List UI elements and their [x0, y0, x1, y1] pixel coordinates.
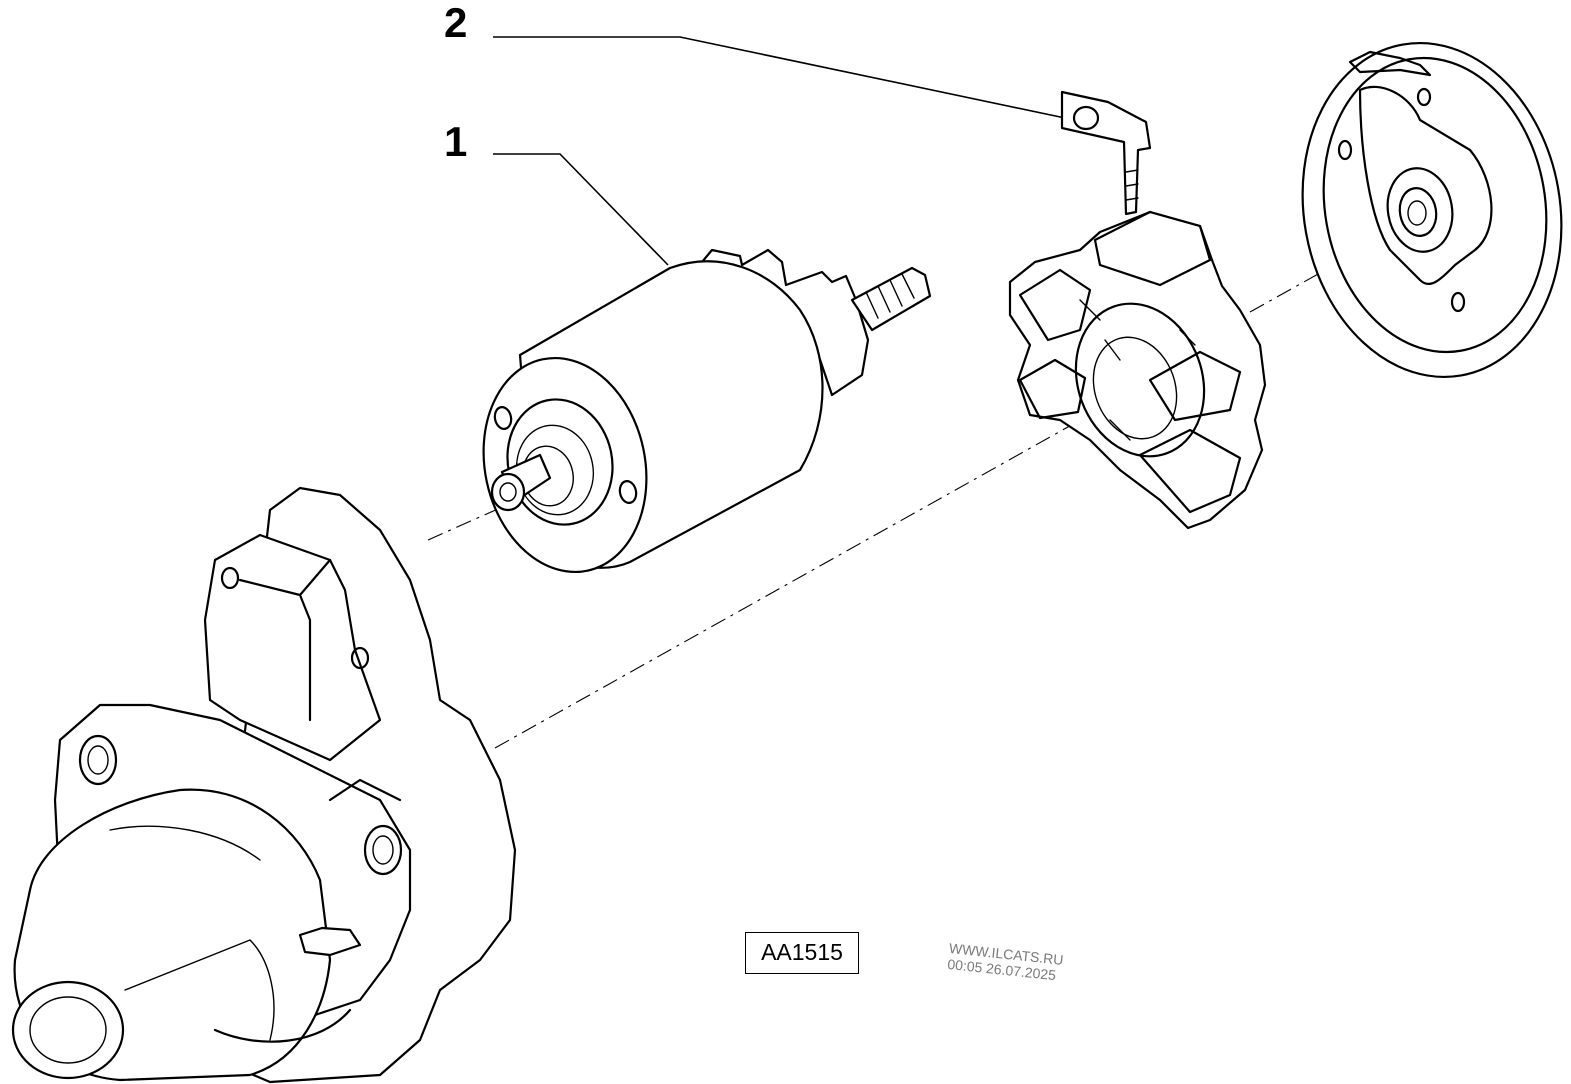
solenoid-part-1[interactable] — [464, 248, 932, 587]
starter-motor-housing[interactable] — [11, 486, 517, 1084]
callout-2[interactable]: 2 — [444, 0, 467, 46]
brush-holder-part-2[interactable] — [1008, 90, 1267, 530]
reference-code-box: AA1515 — [745, 932, 859, 974]
rear-end-cover[interactable] — [1277, 22, 1571, 397]
callout-1[interactable]: 1 — [444, 118, 467, 165]
leader-lines — [493, 36, 1066, 266]
leader-line-2 — [493, 36, 1066, 119]
reference-code: AA1515 — [761, 939, 843, 965]
leader-line-1 — [493, 153, 669, 266]
